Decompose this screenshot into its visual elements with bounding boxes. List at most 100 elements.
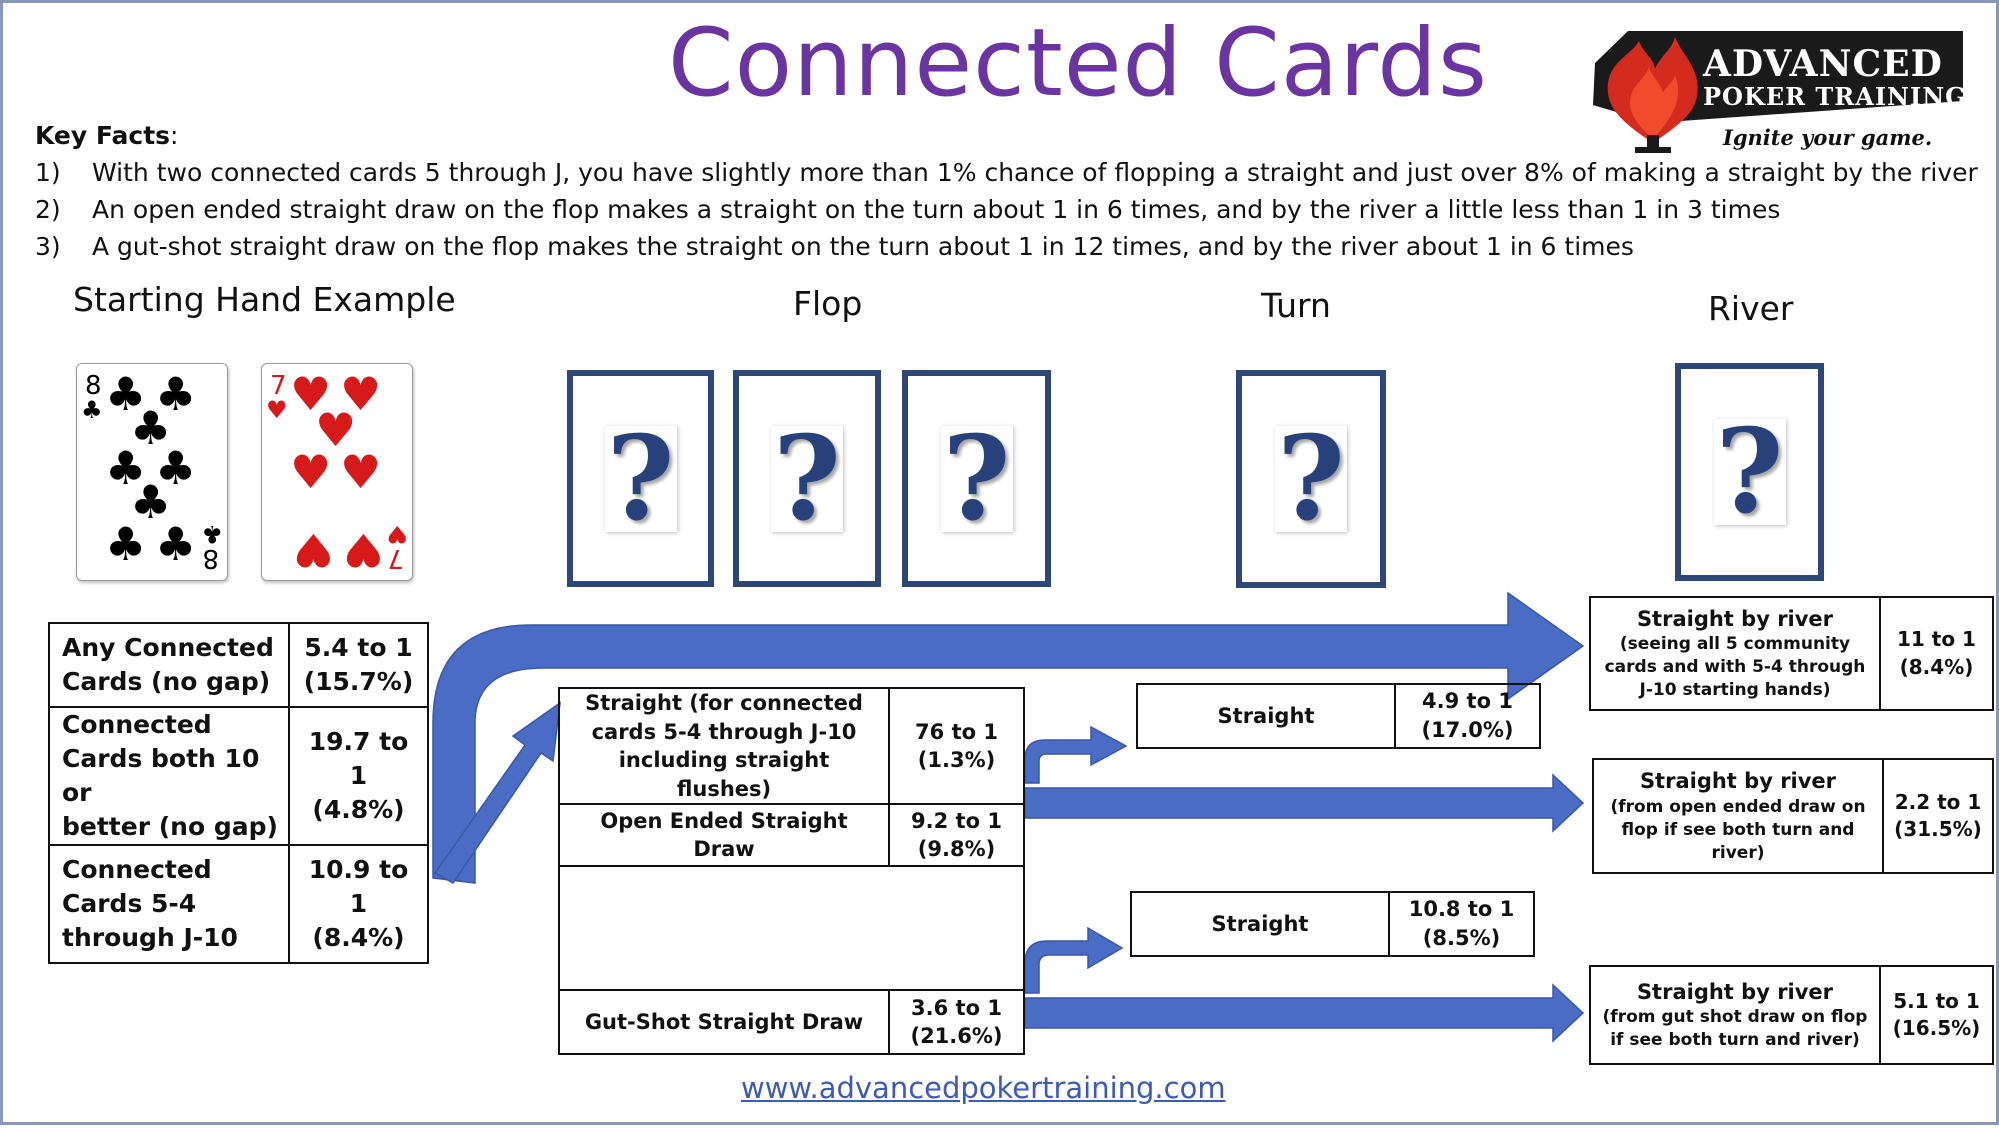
row-label: Straight bbox=[1130, 891, 1390, 957]
starting-hand-label: Starting Hand Example bbox=[73, 280, 456, 319]
river-label: River bbox=[1708, 289, 1794, 328]
row-odds: 10.9 to 1(8.4%) bbox=[288, 844, 429, 964]
row-odds: 2.2 to 1(31.5%) bbox=[1882, 758, 1994, 874]
empty-cell bbox=[558, 865, 1025, 992]
table-row: Straight by river(from open ended draw o… bbox=[1592, 758, 1994, 874]
row-odds: 5.1 to 1(16.5%) bbox=[1879, 965, 1994, 1065]
hearts-icon: ♥ bbox=[293, 523, 334, 577]
clubs-icon: ♣ bbox=[155, 517, 196, 571]
logo-tagline: Ignite your game. bbox=[1723, 125, 1933, 150]
key-fact-number: 1) bbox=[35, 158, 61, 187]
river-card: ? bbox=[1675, 363, 1824, 581]
key-fact-item: 3)A gut-shot straight draw on the flop m… bbox=[35, 232, 1978, 261]
turn-odds-table-gutshot: Straight 10.8 to 1(8.5%) bbox=[1130, 891, 1535, 957]
clubs-icon: ♣ bbox=[105, 517, 146, 571]
key-fact-number: 3) bbox=[35, 232, 61, 261]
card-face-svg: 8 ♣ ♣ ♣ ♣ ♣ ♣ ♣ ♣ ♣ 8 ♣ bbox=[81, 367, 223, 573]
row-odds: 11 to 1(8.4%) bbox=[1879, 596, 1994, 711]
logo-line2: POKER TRAINING bbox=[1703, 82, 1967, 111]
row-label: Gut-Shot Straight Draw bbox=[558, 989, 890, 1056]
arrow-to-turn-oe bbox=[1024, 725, 1128, 784]
turn-label: Turn bbox=[1261, 286, 1331, 325]
card-rank: 8 bbox=[85, 371, 102, 401]
arrow-to-flop-table bbox=[433, 701, 561, 884]
row-odds: 4.9 to 1(17.0%) bbox=[1394, 683, 1541, 749]
clubs-icon: ♣ bbox=[130, 401, 171, 455]
table-row: Straight 10.8 to 1(8.5%) bbox=[1130, 891, 1535, 957]
turn-card: ? bbox=[1236, 370, 1386, 588]
hearts-icon: ♥ bbox=[290, 367, 331, 421]
flop-label: Flop bbox=[793, 284, 863, 323]
hearts-icon: ♥ bbox=[340, 367, 381, 421]
clubs-icon: ♣ bbox=[81, 396, 103, 424]
clubs-icon: ♣ bbox=[130, 475, 171, 529]
arrow-to-river-oe bbox=[1024, 773, 1585, 833]
arrow-to-river-gs bbox=[1024, 983, 1585, 1043]
clubs-icon: ♣ bbox=[105, 367, 146, 421]
river-odds-table-open-ended: Straight by river(from open ended draw o… bbox=[1592, 758, 1994, 874]
logo-line1: ADVANCED bbox=[1703, 43, 1943, 85]
turn-odds-table-open-ended: Straight 4.9 to 1(17.0%) bbox=[1136, 683, 1541, 749]
row-odds: 19.7 to 1(4.8%) bbox=[288, 706, 429, 846]
hearts-icon: ♥ bbox=[343, 523, 384, 577]
card-face-svg: 7 ♥ ♥ ♥ ♥ ♥ ♥ ♥ ♥ 7 ♥ bbox=[266, 367, 408, 577]
table-row: Straight 4.9 to 1(17.0%) bbox=[1136, 683, 1541, 749]
arrow-to-turn-gs bbox=[1024, 926, 1124, 994]
table-row: Straight by river(from gut shot draw on … bbox=[1589, 965, 1994, 1065]
playing-card-seven-hearts: 7 ♥ ♥ ♥ ♥ ♥ ♥ ♥ ♥ 7 ♥ bbox=[261, 363, 413, 581]
table-row: Open Ended Straight Draw 9.2 to 1(9.8%) bbox=[558, 803, 1025, 868]
row-odds: 5.4 to 1(15.7%) bbox=[288, 622, 429, 708]
card-rank: 7 bbox=[270, 371, 287, 401]
question-mark-icon: ? bbox=[1713, 414, 1786, 530]
logo-graphic bbox=[1593, 31, 1963, 153]
table-row-empty bbox=[558, 865, 1025, 992]
clubs-icon: ♣ bbox=[105, 441, 146, 495]
hearts-icon: ♥ bbox=[290, 445, 331, 499]
hearts-icon: ♥ bbox=[266, 396, 288, 424]
card-rank: 7 bbox=[387, 543, 404, 573]
website-link[interactable]: www.advancedpokertraining.com bbox=[741, 1071, 1226, 1105]
row-label: Open Ended Straight Draw bbox=[558, 803, 890, 868]
row-label: Straight by river(seeing all 5 community… bbox=[1589, 596, 1881, 711]
flop-card-2: ? bbox=[733, 370, 881, 587]
question-mark-icon: ? bbox=[940, 421, 1013, 537]
key-fact-number: 2) bbox=[35, 195, 61, 224]
key-fact-text: An open ended straight draw on the flop … bbox=[92, 195, 1781, 224]
flop-card-3: ? bbox=[902, 370, 1051, 587]
hearts-icon: ♥ bbox=[315, 403, 356, 457]
river-odds-table-gutshot: Straight by river(from gut shot draw on … bbox=[1589, 965, 1994, 1065]
table-row: Gut-Shot Straight Draw 3.6 to 1(21.6%) bbox=[558, 989, 1025, 1056]
clubs-icon: ♣ bbox=[155, 441, 196, 495]
row-odds: 10.8 to 1(8.5%) bbox=[1388, 891, 1535, 957]
table-row: Straight by river(seeing all 5 community… bbox=[1589, 596, 1994, 711]
row-label: Straight bbox=[1136, 683, 1396, 749]
page-title: Connected Cards bbox=[668, 9, 1488, 118]
row-label: Straight by river(from open ended draw o… bbox=[1592, 758, 1884, 874]
question-mark-icon: ? bbox=[604, 421, 677, 537]
row-odds: 3.6 to 1(21.6%) bbox=[888, 989, 1025, 1056]
clubs-icon: ♣ bbox=[155, 367, 196, 421]
question-mark-icon: ? bbox=[771, 421, 843, 537]
row-odds: 9.2 to 1(9.8%) bbox=[888, 803, 1025, 868]
flop-card-1: ? bbox=[567, 370, 714, 587]
row-odds: 76 to 1(1.3%) bbox=[888, 686, 1025, 806]
key-fact-item: 2) An open ended straight draw on the flo… bbox=[35, 195, 1978, 224]
clubs-icon: ♣ bbox=[201, 520, 223, 548]
row-label: Straight by river(from gut shot draw on … bbox=[1589, 965, 1881, 1065]
key-facts: Key Facts: 1)With two connected cards 5 … bbox=[35, 121, 1978, 261]
key-facts-heading: Key Facts bbox=[35, 121, 171, 150]
card-rank: 8 bbox=[202, 543, 219, 573]
brand-logo: ADVANCED POKER TRAINING Ignite your game… bbox=[1583, 13, 1973, 163]
river-odds-table-all: Straight by river(seeing all 5 community… bbox=[1589, 596, 1994, 711]
playing-card-eight-clubs: 8 ♣ ♣ ♣ ♣ ♣ ♣ ♣ ♣ ♣ 8 ♣ bbox=[76, 363, 228, 581]
